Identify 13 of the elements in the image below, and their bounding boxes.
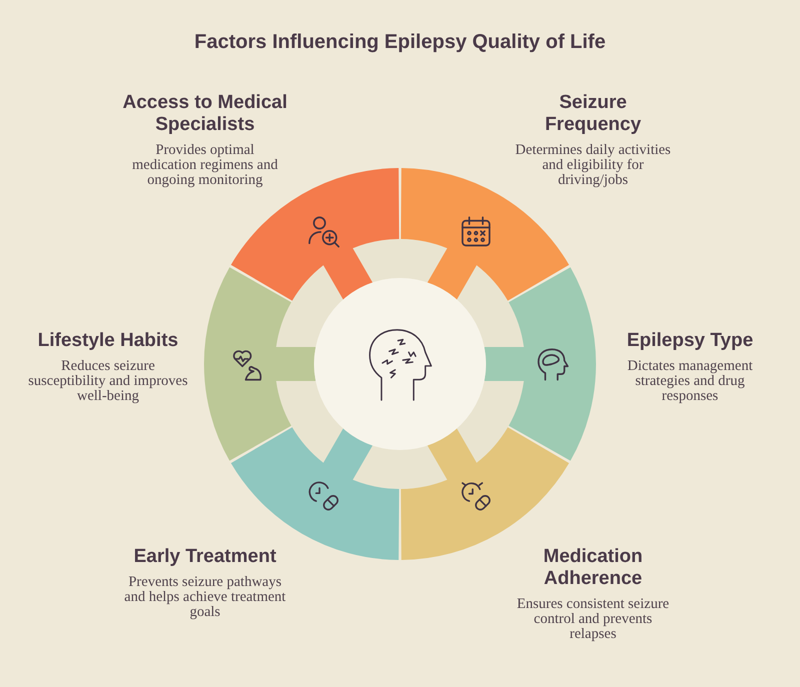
- factor-heading: Access to Medical Specialists: [122, 92, 288, 136]
- factor-description: Provides optimal medication regimens and ongoing monitoring: [131, 143, 279, 188]
- factor-heading: Lifestyle Habits: [38, 330, 178, 352]
- factor-heading: Early Treatment: [134, 546, 276, 568]
- factor-description: Ensures consistent seizure control and prevents relapses: [516, 597, 670, 642]
- factor-description: Prevents seizure pathways and helps achieve treatment goals: [123, 575, 287, 620]
- factor-description: Dictates management strategies and drug responses: [626, 359, 754, 404]
- factor-description: Reduces seizure susceptibility and improves well-being: [27, 359, 189, 404]
- factor-heading: Seizure Frequency: [544, 92, 642, 136]
- factor-heading: Medication Adherence: [542, 546, 644, 590]
- factor-description: Determines daily activities and eligibility for driving/jobs: [514, 143, 672, 188]
- factor-heading: Epilepsy Type: [626, 330, 754, 352]
- diagram-title: Factors Influencing Epilepsy Quality of Life: [194, 31, 606, 54]
